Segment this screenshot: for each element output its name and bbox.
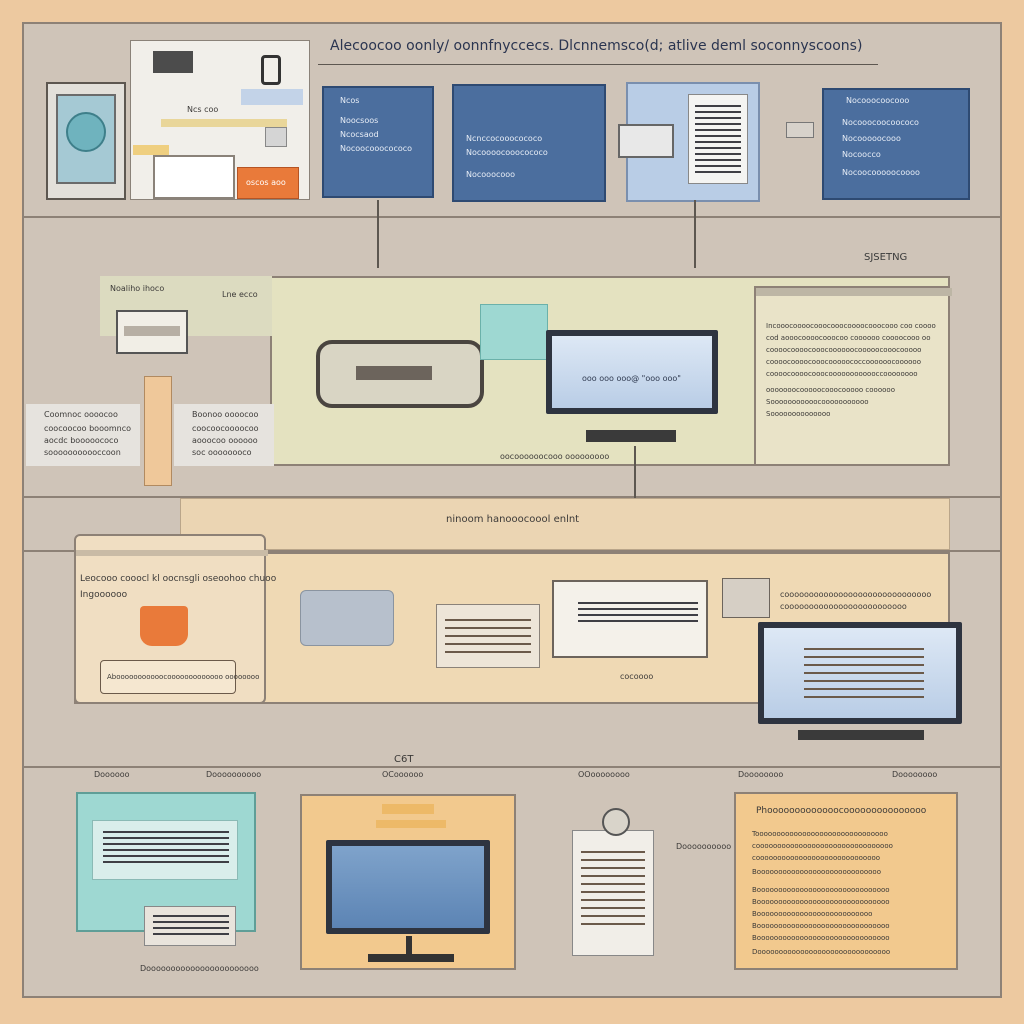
top-panel-1-tag xyxy=(133,145,169,155)
top-panel-5-line-4: Nocoocco xyxy=(842,150,881,159)
top-panel-3-line-2: Nocoooocooocococo xyxy=(466,148,548,157)
band3-monitor-stand xyxy=(798,730,924,740)
bottom-label-3: OCoooooo xyxy=(382,770,424,779)
card-reader-icon xyxy=(618,124,674,158)
bottom-label-5: Doooooooo xyxy=(738,770,784,779)
top-panel-2-line-1: Ncos xyxy=(340,96,360,105)
usb-icon xyxy=(786,122,814,138)
band3-left-card: Leocooo cooocl kl oocnsgli oseoohoo chuo… xyxy=(74,534,276,704)
middle-under-label: oocoooooocooo ooooooooo xyxy=(500,452,610,461)
header-title: Alecoocoo oonly/ oonnfnyccecs. Dlcnnemsc… xyxy=(330,38,863,54)
top-panel-1-bar xyxy=(241,89,303,105)
top-panel-2-line-4: Nocoocooocococo xyxy=(340,144,413,153)
bottom-document xyxy=(572,830,654,956)
router-device xyxy=(316,340,484,408)
bottom-label-1: Doooooo xyxy=(94,770,130,779)
top-panel-1-orange-button[interactable]: oscos aoo xyxy=(237,167,299,199)
bottom-label-2: Doooooooooo xyxy=(206,770,262,779)
tablet-image xyxy=(46,82,126,200)
band3-monitor xyxy=(758,622,962,724)
top-panel-2-line-3: Ncocsaod xyxy=(340,130,379,139)
webcam-icon xyxy=(602,808,630,836)
band3-right-text-1: coooooooooooooooooooooooooooooo xyxy=(780,590,932,599)
bottom-caption-mid: Doooooooooo xyxy=(676,842,732,851)
connector-3 xyxy=(634,446,636,544)
bottom-orange-panel xyxy=(300,794,516,970)
bottom-caption-left: Dooooooooooooooooooooooo xyxy=(140,964,259,973)
middle-text-block-a: Coomnoc oooocoo coocoocoo booomnco aocdc… xyxy=(26,404,140,466)
band3-header xyxy=(180,498,950,550)
middle-keyboard xyxy=(586,430,676,442)
divider-1 xyxy=(22,216,1002,218)
lock-icon xyxy=(261,55,281,85)
printer-icon xyxy=(722,578,770,618)
band3-textbox: Abooooooooooocooooooooooooo oooooooo xyxy=(100,660,259,694)
bottom-label-6: Doooooooo xyxy=(892,770,938,779)
top-panel-3-line-3: Nocooocooo xyxy=(466,170,516,179)
top-panel-1-line: Ncs coo xyxy=(187,105,219,114)
globe-icon xyxy=(66,112,106,152)
top-panel-3-line-1: Ncnccocooocococo xyxy=(466,134,543,143)
top-panel-5-line-5: Nocoocooooocoooo xyxy=(842,168,920,177)
middle-left-label: Noaliho ihoco xyxy=(110,284,165,293)
top-panel-2-line-2: Noocsoos xyxy=(340,116,379,125)
top-panel-1-dialog xyxy=(153,155,235,199)
middle-monitor: ooo ooo ooo@ "ooo ooo" xyxy=(546,330,718,414)
top-panel-5-line-1: Nocooocoocooo xyxy=(846,96,910,105)
top-panel-1-button-label: oscos aoo xyxy=(246,178,286,187)
middle-small-card xyxy=(116,310,188,354)
connector-1 xyxy=(377,200,379,268)
connector-2 xyxy=(694,200,696,268)
shopping-bag-icon xyxy=(140,606,188,646)
band3-device xyxy=(552,580,708,658)
top-panel-4 xyxy=(618,82,760,202)
teal-module xyxy=(480,304,548,360)
bottom-center-label: C6T xyxy=(394,754,414,765)
bottom-teal-card xyxy=(144,906,236,946)
bottom-text-card: Phooooooooooooocooooooooooooooo Tooooooo… xyxy=(734,792,958,970)
band3-doc xyxy=(436,604,540,668)
tablet-screen xyxy=(56,94,116,184)
middle-left-small-label: Lne ecco xyxy=(222,290,258,299)
top-panel-1-chip xyxy=(265,127,287,147)
divider-3 xyxy=(22,550,1002,552)
document-icon xyxy=(688,94,748,184)
keyboard-icon xyxy=(153,51,193,73)
top-panel-1: Ncs coo oscos aoo xyxy=(130,40,310,200)
top-panel-1-highlight xyxy=(161,119,287,127)
band3-under-label: cocoooo xyxy=(620,672,654,681)
top-panel-5: Nocooocoocooo Nocooocoocoococo Nocoooooc… xyxy=(822,88,970,200)
middle-text-block-b: Boonoo oooocoo coocoocoooocoo aooocoo oo… xyxy=(174,404,274,466)
server-icon xyxy=(300,590,394,646)
band3-right-text-2: cooooooooooooooooooooooooo xyxy=(780,602,907,611)
top-panel-5-line-2: Nocooocoocoococo xyxy=(842,118,919,127)
middle-monitor-text: ooo ooo ooo@ "ooo ooo" xyxy=(582,374,681,383)
bottom-label-4: OOoooooooo xyxy=(578,770,630,779)
band3-label: ninoom hanooocoool enlnt xyxy=(446,514,580,525)
top-panel-3: Ncnccocooocococo Nocoooocooocococo Nocoo… xyxy=(452,84,606,202)
divider-4 xyxy=(22,766,1002,768)
top-panel-5-line-3: Nocooooocooo xyxy=(842,134,901,143)
divider-2 xyxy=(22,496,1002,498)
middle-right-panel: Incooocoooocooocooocoooocooocooo coo coo… xyxy=(754,286,952,466)
middle-label-right: SJSETNG xyxy=(864,252,908,263)
header-rule xyxy=(318,64,878,65)
orange-pillar xyxy=(144,376,172,486)
top-panel-2: Ncos Noocsoos Ncocsaod Nocoocooocococo xyxy=(322,86,434,198)
